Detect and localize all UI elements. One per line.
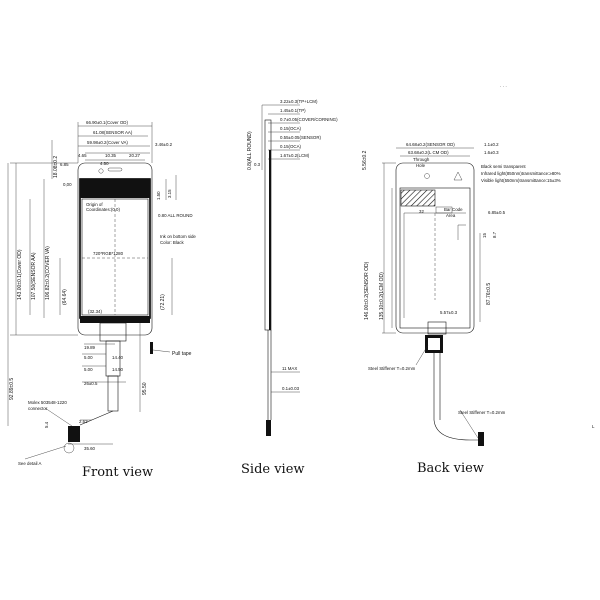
ink-note: Ink on bottom side	[160, 234, 196, 239]
front-dim-1035: 10.35	[105, 153, 117, 158]
back-visible-note: Visible light(550nm)transmittance:15±3%	[481, 178, 561, 183]
side-view: 3.22±0.3(TP+LCM) 1.45±0.1(TP) 0.7±0.05(C…	[241, 99, 338, 477]
pull-tape-label: Pull tape	[172, 351, 192, 357]
front-cover-od-width: 66.90±0.1(Cover OD)	[86, 120, 128, 125]
top-note: · · ·	[500, 84, 507, 89]
front-connector	[68, 426, 80, 442]
front-dim-262: 2.62	[79, 419, 88, 424]
back-dim-32: 32	[419, 209, 424, 214]
side-dim-03: 0.3	[254, 162, 261, 167]
pull-tape	[150, 342, 153, 354]
back-stiffener-2	[478, 432, 484, 446]
front-dim-450: 4.50	[100, 161, 109, 166]
back-lcm-od-width: 63.68±0.2(L CM OD)	[408, 150, 449, 155]
front-dim-1450: 14.50	[112, 367, 124, 372]
front-cover-outline	[77, 162, 153, 336]
front-dim-465: 4.65	[78, 153, 87, 158]
back-dim-11: 1.1±0.2	[484, 142, 499, 147]
front-sensor-aa-width: 61.08(SENSOR AA)	[93, 130, 133, 135]
back-sensor-od-height: 146.00±0.2(SENSOR OD)	[364, 261, 370, 320]
front-dim-54: 5.4	[44, 421, 49, 428]
back-warning-mark	[453, 171, 463, 181]
front-view: 66.90±0.1(Cover OD) 61.08(SENSOR AA) 59.…	[7, 120, 196, 480]
front-dim-7221: (72.21)	[160, 294, 166, 310]
front-view-caption: Front view	[82, 465, 153, 480]
front-dim-1440: 14.40	[112, 355, 124, 360]
side-round: 0.8(ALL ROUND)	[247, 131, 253, 170]
back-dim-557: 5.57±0.3	[440, 310, 458, 315]
front-resolution: 720*RGB*1280	[93, 251, 124, 256]
front-cover-od-height: 143.00±0.1(Cover OD)	[17, 249, 23, 300]
front-speaker-slot	[107, 167, 123, 172]
side-cover-thickness: 0.7±0.05(COVER/CORNING)	[280, 117, 338, 122]
side-fpc-end	[266, 420, 271, 436]
front-dim-356: 35.60	[84, 446, 96, 451]
back-stiffener-label-2: Steel Stiffener T=0.2mm	[458, 410, 506, 415]
front-dim-315: 3.15	[167, 189, 172, 198]
side-oca1-thickness: 0.15(OCA)	[280, 126, 302, 131]
through-hole-label: Through	[413, 157, 430, 162]
front-sensor-aa-height: 107.50(SENSOR AA)	[31, 252, 37, 300]
barcode-label-2: Area	[446, 213, 456, 218]
back-dim-15: 15	[482, 233, 487, 238]
back-semi-transparent: Black semi transparent	[481, 164, 526, 169]
front-dim-3234: (32.34)	[88, 309, 102, 314]
back-dim-87: 8.7	[492, 231, 497, 238]
front-dim-685: 6.85	[60, 162, 69, 167]
front-dim-6464: (64.64)	[62, 289, 68, 305]
side-view-caption: Side view	[241, 462, 305, 477]
back-view-caption: Back view	[417, 461, 484, 476]
front-dim-500b: 5.00	[84, 367, 93, 372]
front-ink-bottom	[80, 316, 150, 323]
back-lcm-outline	[399, 187, 471, 329]
front-dim-2027: 20.27	[129, 153, 141, 158]
front-cover-va-height: 106.82±0.2(COVER VA)	[45, 246, 51, 300]
front-dim-origin: 0,00	[63, 182, 72, 187]
side-dim-11: 11 MAX	[282, 366, 297, 371]
side-lcm-thickness: 1.67±0.2(LCM)	[280, 153, 310, 158]
back-infrared-note: Infrared light(850nm)transmittance:≥80%	[481, 171, 561, 176]
back-stiffener-label-1: Steel Stiffener T=0.2mm	[368, 366, 416, 371]
back-dim-16: 1.6±0.3	[484, 150, 499, 155]
front-dim-1989: 19.89	[84, 345, 96, 350]
back-dim-685: 6.85±0.5	[488, 210, 506, 215]
back-through-hole	[424, 173, 430, 179]
side-sensor-thickness: 0.55±0.05(SENSOR)	[280, 135, 322, 140]
front-dim-9550: 95.50	[142, 382, 148, 395]
back-sensor-outline	[395, 162, 475, 334]
front-dim-9289: 92.89±0.5	[9, 378, 15, 400]
see-detail-a: See detail A	[18, 461, 42, 466]
side-tp-thickness: 1.45±0.1(TP)	[280, 108, 306, 113]
back-edge-label: L	[592, 424, 595, 429]
origin-coords: Coordinates:(0,0)	[86, 207, 120, 212]
back-sensor-od-width: 64.68±0.2(SENSOR OD)	[406, 142, 455, 147]
front-dim-500a: 5.00	[84, 355, 93, 360]
front-fpc	[99, 322, 127, 342]
front-camera-hole	[98, 168, 104, 174]
front-round: 0.80 ALL ROUND	[158, 213, 193, 218]
back-dim-8776: 87.76±0.5	[486, 283, 492, 305]
side-dim-01: 0.1±0.03	[282, 386, 300, 391]
side-total-thickness: 3.22±0.3(TP+LCM)	[280, 99, 318, 104]
ink-color: Color: Black	[160, 240, 184, 245]
front-cover-va-width: 59.98±0.2(Cover VA)	[87, 140, 128, 145]
back-lcm-od-height: 135.10±0.2(LCM OD)	[379, 272, 385, 320]
side-oca2-thickness: 0.15(OCA)	[280, 144, 302, 149]
barcode-label: Bar Code	[444, 207, 463, 212]
back-hatched-area	[400, 189, 436, 207]
molex-label: Molex 503548-1220	[28, 400, 67, 405]
front-dim-26: 26±0.5	[84, 381, 98, 386]
through-hole-label-2: Hole	[416, 163, 426, 168]
back-dim-556: 5.56±0.2	[362, 150, 368, 170]
front-dim-1808: 18.08±0.2	[53, 156, 59, 178]
front-dim-150: 1.50	[156, 191, 161, 200]
origin-label: Origin of	[86, 202, 103, 207]
back-view: 64.68±0.2(SENSOR OD) 63.68±0.2(L CM OD) …	[362, 142, 595, 476]
back-fpc	[427, 321, 447, 335]
connector-label: connector	[28, 406, 48, 411]
detail-a-circle	[63, 442, 75, 454]
front-ink-tol: 3.46±0.2	[155, 142, 173, 147]
front-ink-top	[80, 179, 150, 198]
